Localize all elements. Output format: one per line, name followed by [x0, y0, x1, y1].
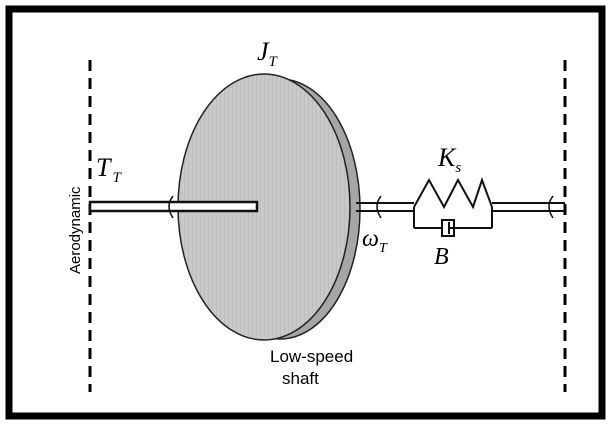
shaft-label-line2: shaft	[282, 369, 319, 388]
damping-label: B	[434, 244, 449, 270]
damper-icon	[441, 219, 458, 237]
torque-arrow-icon	[168, 195, 174, 219]
spring-damper-coupling	[413, 176, 493, 237]
spring-icon	[413, 176, 493, 210]
speed-label: ωT	[362, 226, 388, 256]
aerodynamic-label: Aerodynamic	[67, 186, 84, 274]
shaft-label-line1: Low-speed	[270, 347, 353, 366]
speed-arrow-icon	[376, 195, 382, 219]
left-shaft	[88, 200, 259, 213]
boundary-arrow-icon	[548, 195, 554, 219]
stiffness-label: Ks	[437, 143, 461, 176]
inertia-label: JT	[257, 37, 279, 70]
right-shaft	[356, 202, 565, 212]
outer-frame	[5, 5, 606, 420]
